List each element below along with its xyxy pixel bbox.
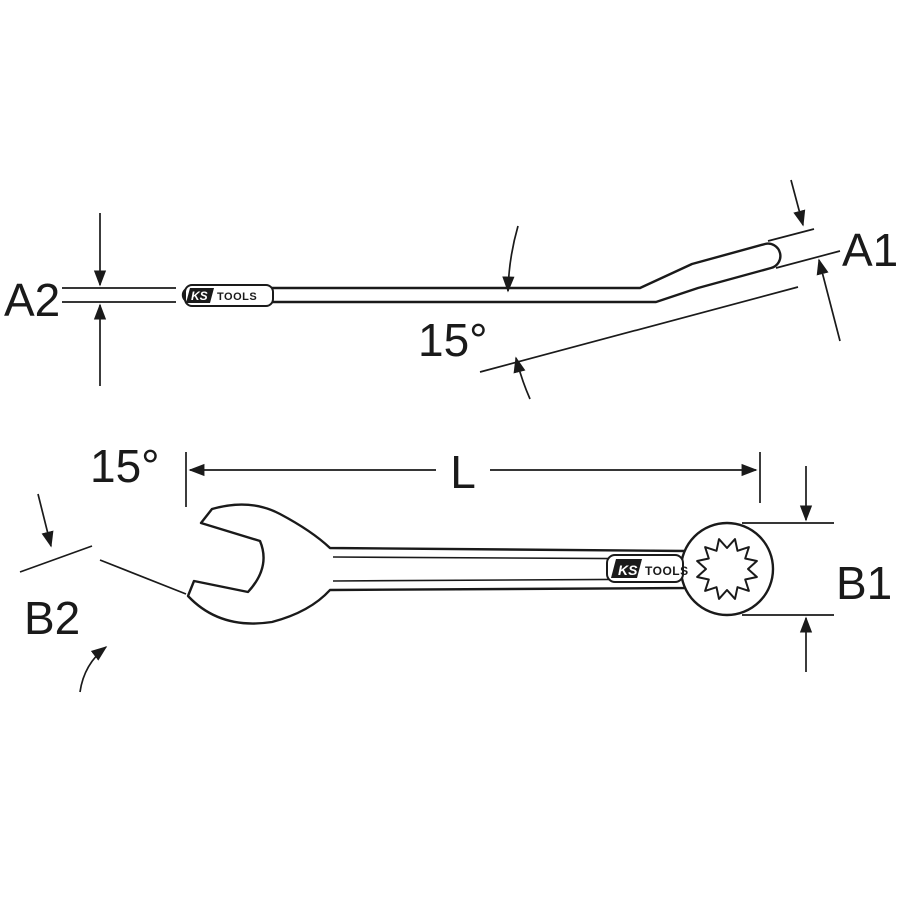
angle-arc-upper — [502, 225, 519, 293]
ring-end-12point-socket — [696, 538, 758, 600]
side-view: KS TOOLS — [181, 242, 782, 307]
b2-ext-lower — [99, 559, 187, 595]
side-view-dimensions — [62, 179, 841, 400]
label-b1: B1 — [836, 557, 892, 609]
a1-dim-lower — [816, 258, 841, 342]
plan-logo: KS TOOLS — [606, 554, 689, 583]
label-l: L — [450, 446, 476, 498]
head-axis-line — [479, 286, 799, 373]
side-logo-ks-box — [186, 288, 214, 303]
label-a1: A1 — [842, 224, 898, 276]
side-logo-ks: KS — [191, 289, 208, 303]
label-a2: A2 — [4, 274, 60, 326]
b2-ext-upper — [19, 545, 93, 573]
label-b2: B2 — [24, 592, 80, 644]
label-angle-side: 15° — [418, 314, 488, 366]
a1-ext-upper — [767, 228, 815, 242]
side-logo: KS TOOLS — [184, 284, 274, 307]
plan-logo-ks-box — [611, 559, 642, 578]
angle-arc-lower — [513, 356, 531, 400]
side-logo-tools: TOOLS — [217, 291, 257, 303]
plan-logo-ks: KS — [618, 562, 638, 578]
plan-view-dimensions — [19, 452, 834, 693]
plan-view: KS TOOLS — [186, 503, 775, 625]
a1-dim-upper — [790, 179, 806, 227]
a1-ext-lower — [775, 250, 841, 269]
label-angle-jaw: 15° — [90, 440, 160, 492]
jaw-angle-arrow — [37, 493, 54, 548]
b2-arc-arrow — [79, 646, 108, 693]
plan-logo-tools: TOOLS — [645, 564, 689, 578]
wrench-plan-body — [186, 503, 688, 625]
